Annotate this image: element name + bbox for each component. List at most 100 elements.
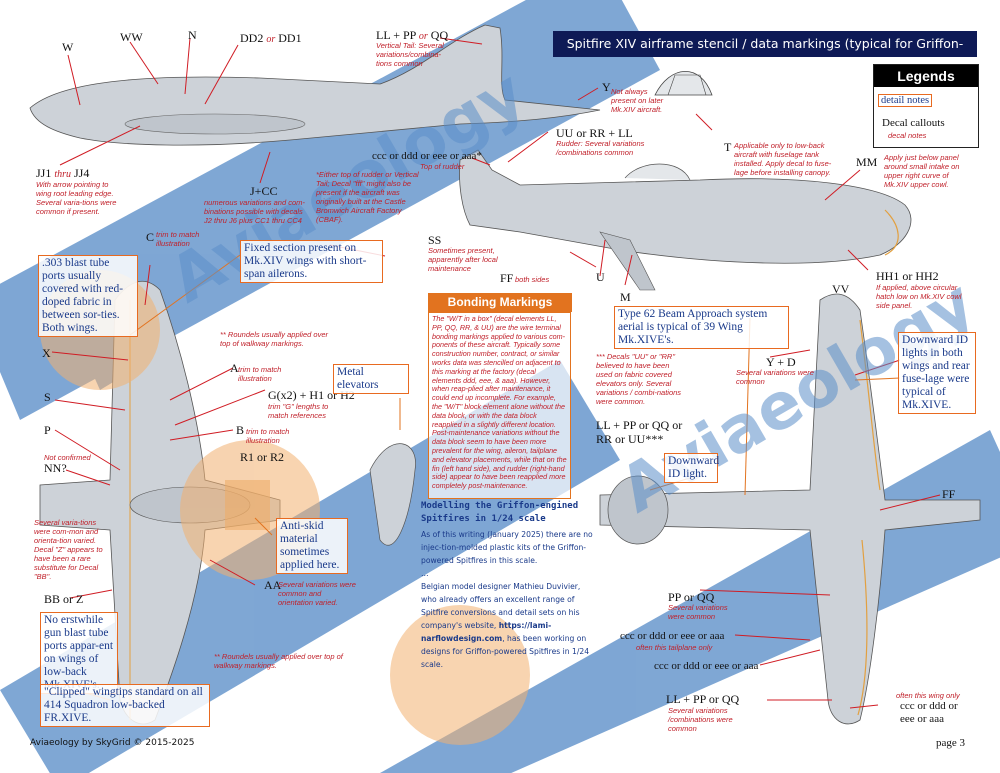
code-ccc-1: ccc or ddd or eee or aaa xyxy=(620,630,725,642)
spitfire-plan-view-right xyxy=(599,293,981,725)
note-jcc: numerous variations and com-binations po… xyxy=(204,198,305,225)
code-or: or xyxy=(418,31,428,42)
legend-decal-notes: decal notes xyxy=(888,131,927,140)
code-yd: Y + D xyxy=(766,355,796,369)
note-nn: Several varia-tions were com-mon and ori… xyxy=(34,518,103,581)
modelling-p2b: , has been working on designs for Griffo… xyxy=(421,634,590,669)
note-low-back: Applicable only to low-back aircraft wit… xyxy=(734,141,832,177)
spitfire-side-view-1 xyxy=(29,24,601,146)
legend-box: Legends detail notes Decal callouts deca… xyxy=(873,64,979,148)
detail-metal-elevators: Metal elevators xyxy=(333,364,409,394)
modelling-p2: Belgian model designer Mathieu Duvivier,… xyxy=(421,580,593,671)
note-pp: Several variations were common xyxy=(668,603,728,621)
code-or: or xyxy=(266,34,276,45)
note-tailplane: often this tailplane only xyxy=(636,643,713,652)
code-ff-right: FF xyxy=(942,487,956,501)
code-a: A xyxy=(230,361,239,375)
note-jj: With arrow pointing to wing root leading… xyxy=(36,180,117,216)
code-nn: NN? xyxy=(44,461,67,475)
detail-fixed-section: Fixed section present on Mk.XIV wings wi… xyxy=(240,240,383,283)
spitfire-side-view-2 xyxy=(459,149,912,291)
note-top-rudder: Top of rudder xyxy=(420,162,465,171)
code-ff-mid: FF xyxy=(500,271,514,285)
code-ll-pp: LL + PP xyxy=(376,28,416,42)
code-ccc-3: ccc or ddd or xyxy=(900,700,958,712)
code-ll-pp-qq-2: LL + PP or QQ xyxy=(666,692,740,706)
note-roundels-2: ** Roundels usually applied over top of … xyxy=(214,652,343,670)
code-ll-pp-qq-rr: LL + PP or QQ or xyxy=(596,418,683,432)
legend-heading: Legends xyxy=(874,65,978,87)
code-jj: JJ1 thru JJ4 xyxy=(36,166,89,181)
code-qq: QQ xyxy=(430,28,449,42)
modelling-p1: As of this writing (January 2025) there … xyxy=(421,530,593,565)
code-b: B xyxy=(236,423,245,437)
detail-downward-id-2: Downward ID light. xyxy=(664,453,719,483)
note-not-always: Not always present on later Mk.XIV aircr… xyxy=(611,87,664,114)
code-ll-pp-qq: LL + PP or QQ xyxy=(376,28,448,43)
modelling-heading: Modelling the Griffon-engined Spitfires … xyxy=(421,501,579,524)
code-u: U xyxy=(596,270,605,284)
canopy-drawing xyxy=(654,70,713,96)
note-b: trim to match illustration xyxy=(246,427,290,445)
code-t: T xyxy=(724,140,732,154)
detail-anti-skid: Anti-skid material sometimes applied her… xyxy=(276,518,348,574)
code-p: P xyxy=(44,423,51,437)
bonding-body: The "W/T in a box" (decal elements LL, P… xyxy=(428,312,571,499)
detail-downward-id: Downward ID lights in both wings and rea… xyxy=(898,332,976,414)
note-either-top: *Either top of rudder or Vertical Tail; … xyxy=(316,170,419,224)
code-jcc: J+CC xyxy=(250,184,278,198)
note-vertical-tail: Vertical Tail: Several variations/combin… xyxy=(376,41,444,68)
detail-clipped: "Clipped" wingtips standard on all 414 S… xyxy=(40,684,210,727)
laminar-flow-link[interactable]: https://lami-narflowdesign.com xyxy=(421,621,552,643)
note-mm: Apply just below panel around small inta… xyxy=(884,153,960,189)
detail-type62: Type 62 Beam Approach system aerial is t… xyxy=(614,306,789,349)
note-not-confirmed: Not confirmed xyxy=(44,453,91,462)
callout-lines xyxy=(51,37,941,709)
code-s: S xyxy=(44,390,51,404)
code-thru: thru xyxy=(54,169,72,180)
note-yd: Several variations were common xyxy=(736,368,814,386)
note-g: trim "G" lengths to match references xyxy=(268,402,329,420)
note-c: trim to match illustration xyxy=(156,230,200,248)
detail-blast-tube: .303 blast tube ports usually covered wi… xyxy=(38,255,138,337)
modelling-body: As of this writing (January 2025) there … xyxy=(421,528,593,671)
code-y: Y xyxy=(602,80,611,94)
code-m: M xyxy=(620,290,631,304)
code-rr-uu: RR or UU*** xyxy=(596,432,664,446)
page-title: Spitfire XIV airframe stencil / data mar… xyxy=(553,31,977,77)
legend-decal-callouts: Decal callouts xyxy=(882,117,945,129)
code-mm: MM xyxy=(856,155,878,169)
code-vv: VV xyxy=(832,282,850,296)
note-wing-only: often this wing only xyxy=(896,691,960,700)
code-uu-rr-ll: UU or RR + LL xyxy=(556,126,633,140)
elevator-detail xyxy=(369,443,416,546)
note-aa: Several variations were common and orien… xyxy=(278,580,356,607)
bonding-heading: Bonding Markings xyxy=(428,293,572,312)
note-a: trim to match illustration xyxy=(238,365,282,383)
code-jj4: JJ4 xyxy=(74,166,90,180)
code-c: C xyxy=(146,230,155,244)
page-number: page 3 xyxy=(936,737,966,749)
note-hh: If applied, above circular hatch low on … xyxy=(876,283,962,310)
note-ll: Several variations /combinations were co… xyxy=(668,706,733,733)
code-n: N xyxy=(188,28,197,42)
note-ss: Sometimes present, apparently after loca… xyxy=(428,246,498,273)
legend-detail-notes: detail notes xyxy=(878,94,933,107)
note-rudder: Rudder: Several variations /combinations… xyxy=(556,139,645,157)
footer-copyright: Aviaeology by SkyGrid © 2015-2025 xyxy=(30,738,195,748)
note-roundels-1: ** Roundels usually applied over top of … xyxy=(220,330,328,348)
detail-no-erstwhile: No erstwhile gun blast tube ports appar-… xyxy=(40,612,118,694)
code-dd1: DD1 xyxy=(278,31,302,45)
code-ccc-ddd: ccc or ddd or eee or aaa* xyxy=(372,150,482,162)
code-pp-qq: PP or QQ xyxy=(668,590,715,604)
modelling-p2a: Belgian model designer Mathieu Duvivier,… xyxy=(421,582,581,630)
code-dd2: DD2 xyxy=(240,31,264,45)
note-decals-uu: *** Decals "UU" or "RR" believed to have… xyxy=(596,352,682,406)
modelling-ellipsis: … xyxy=(421,569,429,578)
code-x: X xyxy=(42,346,51,360)
note-ff: both sides xyxy=(515,275,550,284)
code-r: R1 or R2 xyxy=(240,450,285,464)
code-ss: SS xyxy=(428,233,442,247)
code-aa: AA xyxy=(264,578,282,592)
code-dd2-dd1: DD2 or DD1 xyxy=(240,31,302,46)
